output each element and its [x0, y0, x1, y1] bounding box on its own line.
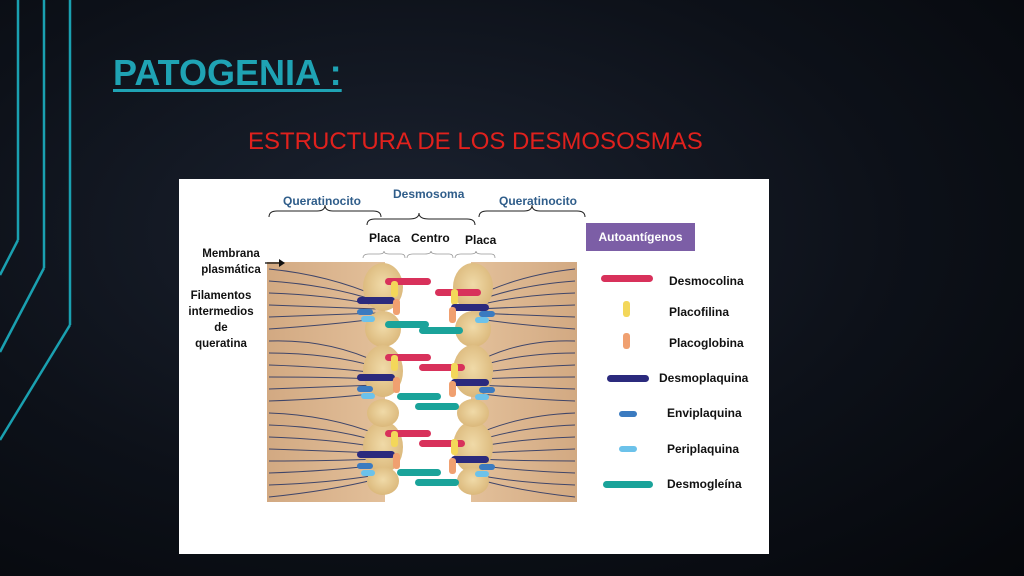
legend-item-desmogleina: Desmogleína	[593, 477, 763, 497]
small-lightblue-rod-icon	[619, 446, 637, 452]
label-left-keratinocyte: Queratinocito	[283, 194, 362, 208]
label-desmosome: Desmosoma	[393, 187, 465, 201]
legend-item-placoglobina: Placoglobina	[593, 333, 763, 353]
legend-item-enviplaquina: Enviplaquina	[593, 406, 763, 426]
label-center: Centro	[411, 231, 450, 245]
long-teal-rod-icon	[603, 481, 653, 488]
small-blue-rod-icon	[619, 411, 637, 417]
desmosome-unit-3	[357, 430, 495, 486]
label-plaque-right: Placa	[465, 233, 497, 247]
desmosome-figure: Queratinocito Desmosoma Queratinocito Pl…	[179, 179, 769, 554]
desmosome-illustration	[265, 204, 586, 502]
legend-item-placofilina: Placofilina	[593, 301, 763, 321]
desmosome-proteins	[357, 278, 495, 486]
long-navy-rod-icon	[607, 375, 649, 382]
legend-item-desmocolina: Desmocolina	[593, 272, 763, 292]
label-plaque-left: Placa	[369, 231, 401, 245]
sub-braces	[362, 250, 496, 259]
desmosome-unit-1	[357, 278, 495, 334]
label-plasma-membrane: Membrana plasmática	[201, 248, 261, 276]
long-red-rod-icon	[601, 275, 653, 282]
slide-title: PATOGENIA :	[113, 52, 342, 93]
label-keratin-filaments: Filamentos intermedios de queratina	[188, 290, 254, 350]
legend-item-desmoplaquina: Desmoplaquina	[593, 371, 763, 391]
slide-subtitle: ESTRUCTURA DE LOS DESMOSOSMAS	[248, 128, 703, 155]
decorative-lines	[0, 0, 72, 441]
short-orange-rod-icon	[623, 333, 630, 349]
membrane-arrow	[265, 259, 285, 267]
desmosome-unit-2	[357, 354, 495, 410]
autoantigens-badge: Autoantígenos	[586, 223, 695, 251]
legend-item-periplaquina: Periplaquina	[593, 442, 763, 462]
top-braces	[268, 204, 586, 226]
label-right-keratinocyte: Queratinocito	[499, 194, 578, 208]
short-yellow-rod-icon	[623, 301, 630, 317]
